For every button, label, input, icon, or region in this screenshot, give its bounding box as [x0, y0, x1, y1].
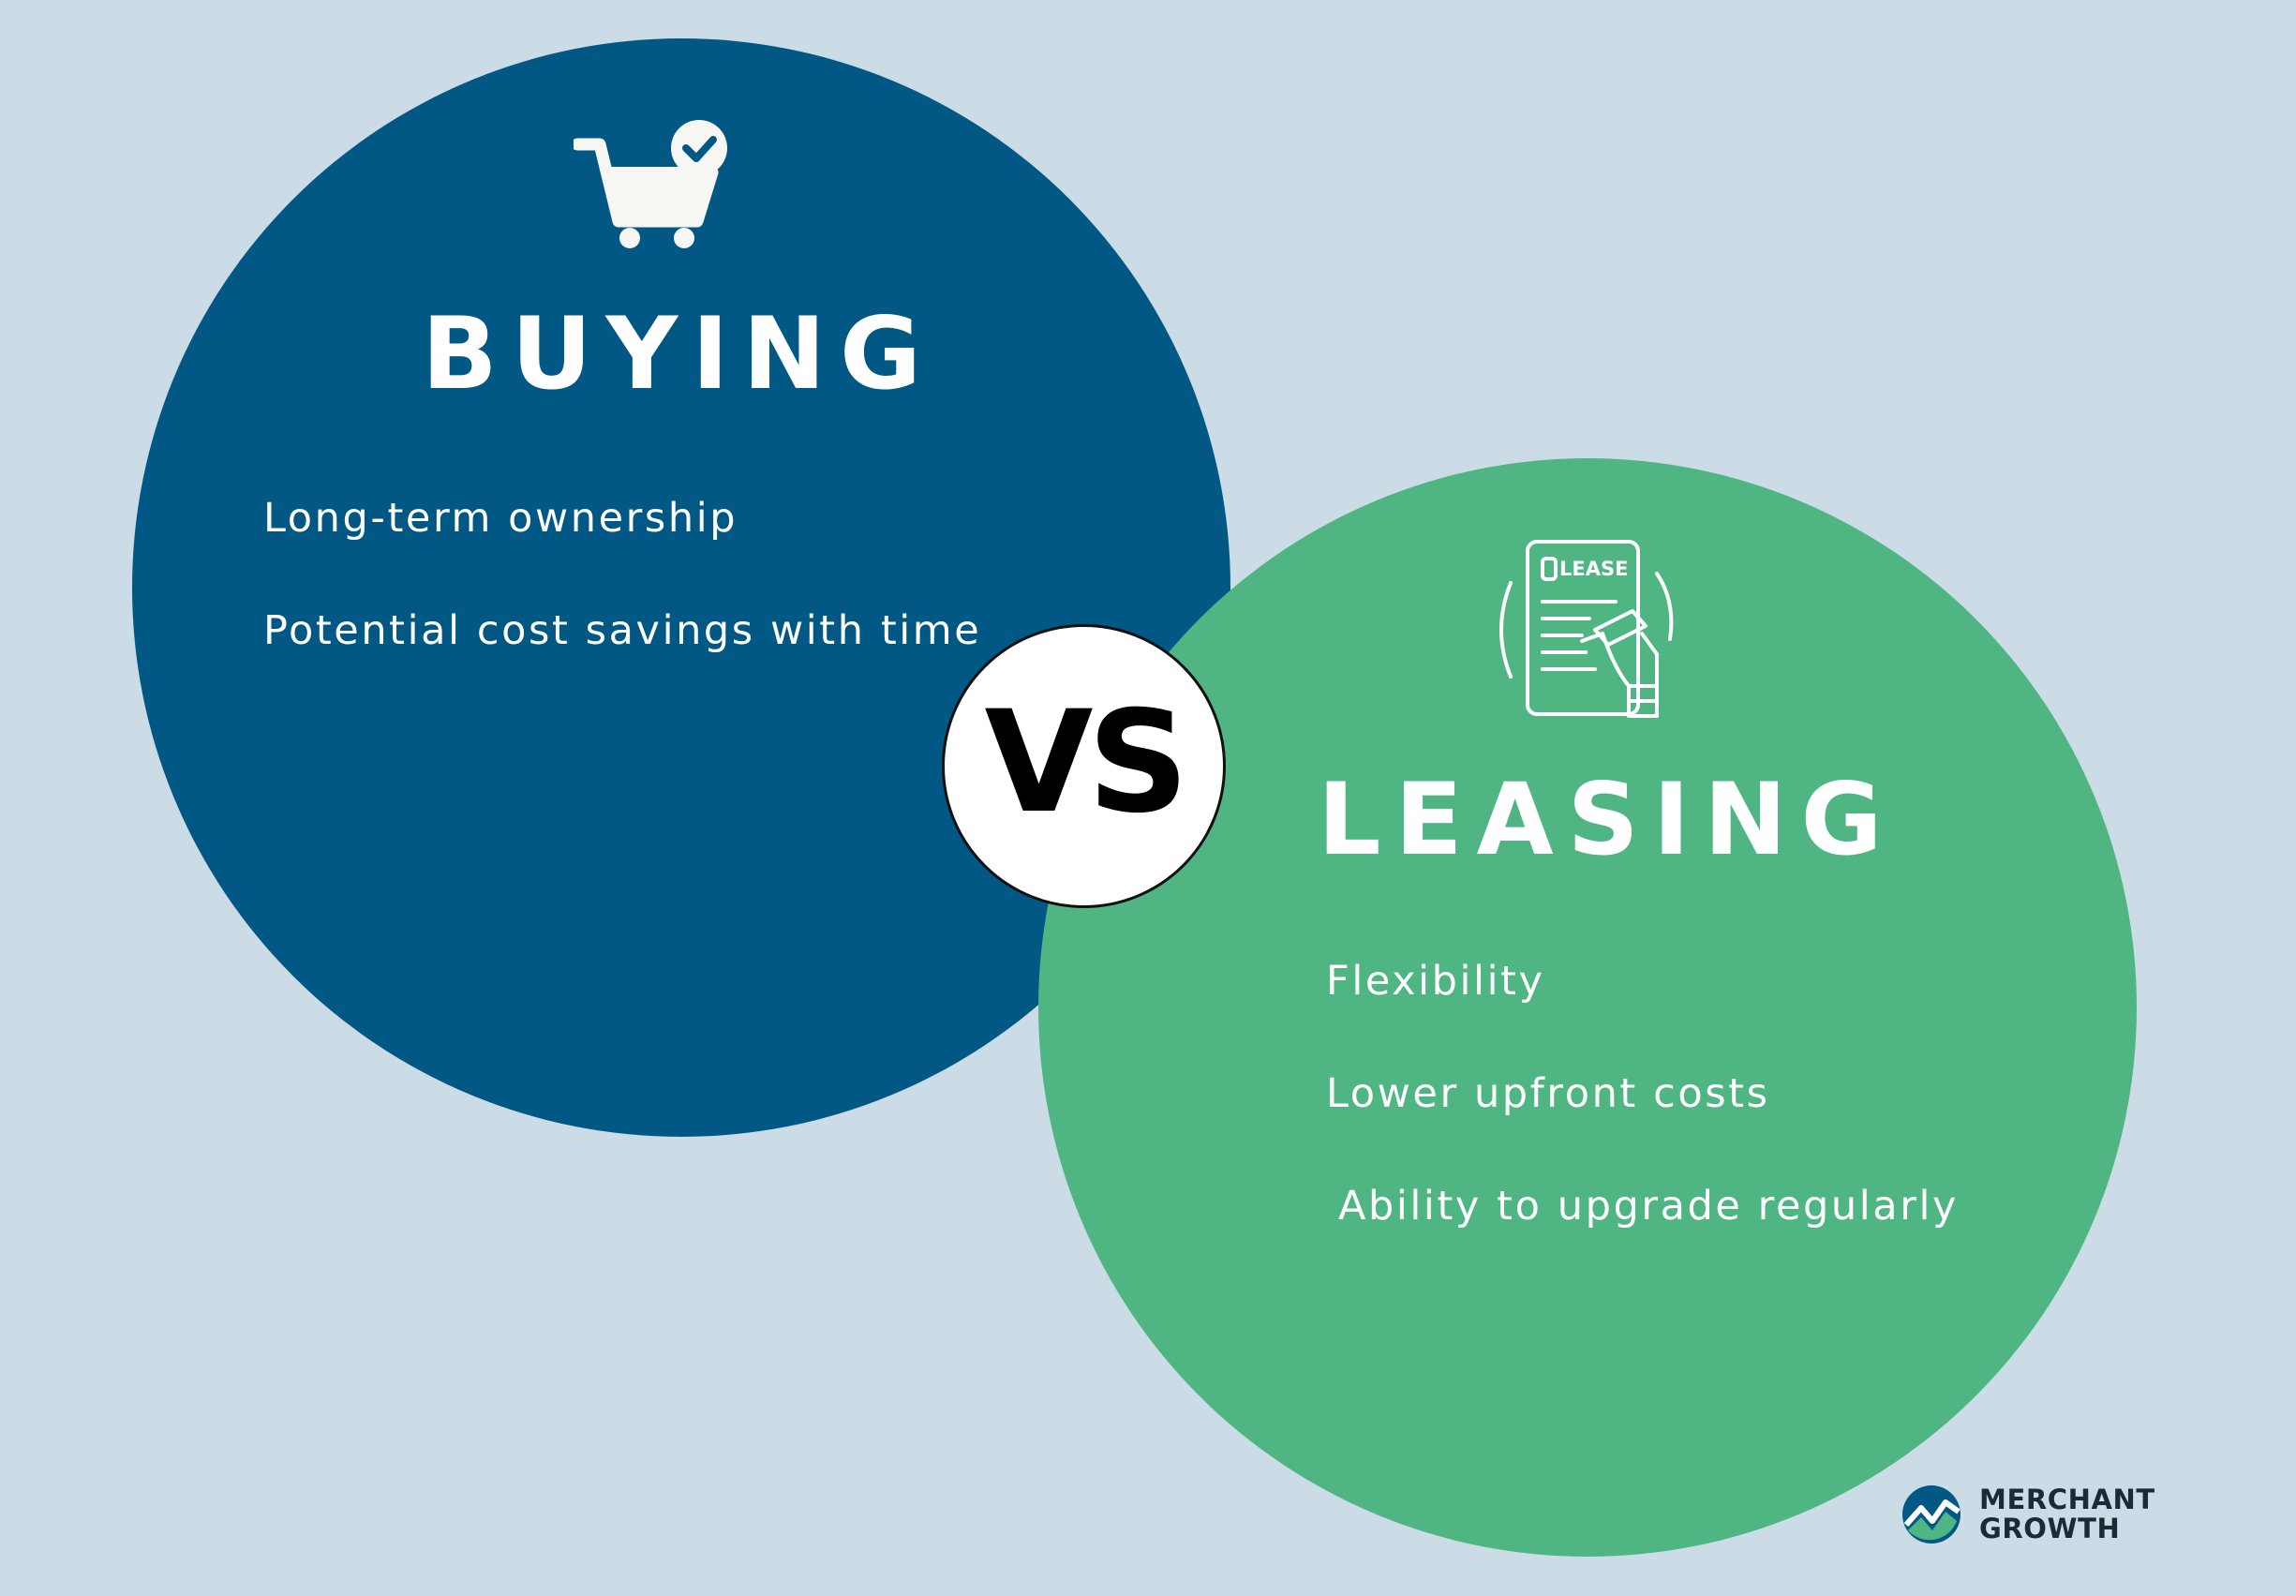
leasing-item-flexibility: Flexibility [1326, 958, 1545, 1005]
leasing-title: LEASING [1318, 762, 1897, 877]
buying-title: BUYING [422, 296, 935, 411]
lease-document-icon: LEASE [1499, 540, 1674, 718]
buying-item-ownership: Long-term ownership [263, 495, 738, 542]
leasing-circle [1038, 458, 2137, 1557]
merchant-growth-logo: MERCHANT GROWTH [1901, 1484, 2155, 1545]
logo-line-1: MERCHANT [1979, 1483, 2155, 1515]
vs-label: VS [984, 680, 1188, 844]
leasing-item-upgrade: Ability to upgrade regularly [1338, 1183, 1959, 1230]
vs-badge: VS [942, 624, 1226, 908]
logo-line-2: GROWTH [1979, 1513, 2121, 1544]
leasing-item-costs: Lower upfront costs [1326, 1070, 1770, 1117]
merchant-growth-logo-icon [1902, 1485, 1961, 1544]
buying-item-savings: Potential cost savings with time [263, 607, 982, 654]
cart-check-icon [574, 120, 727, 248]
lease-icon-label: LEASE [1559, 558, 1628, 580]
